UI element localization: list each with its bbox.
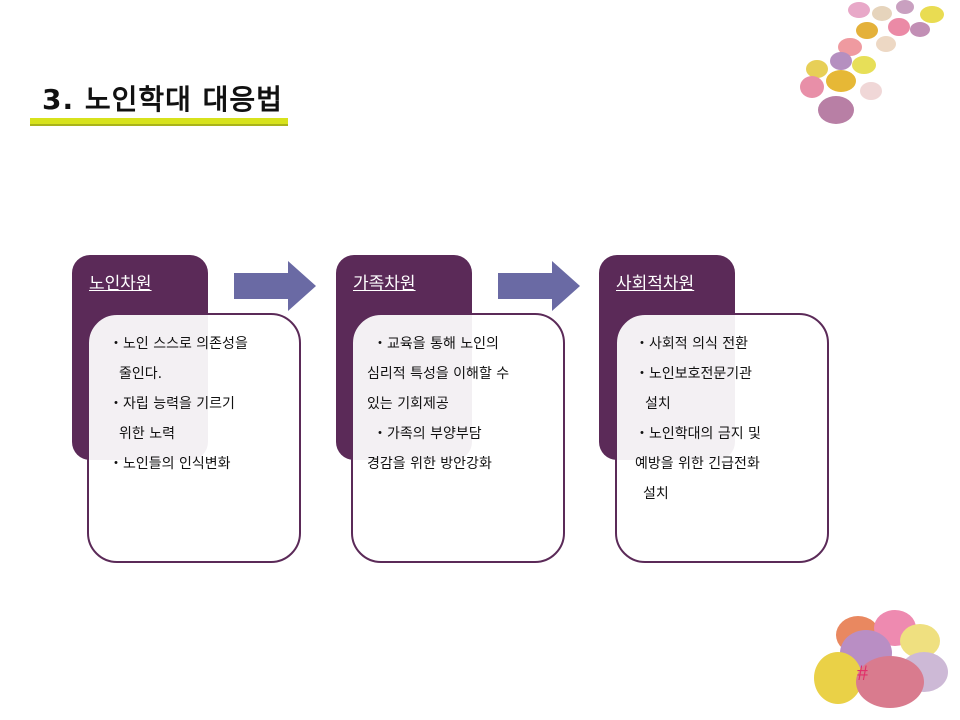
header-label-family: 가족차원	[353, 274, 416, 294]
content-box-society: ・사회적 의식 전환 ・노인보호전문기관 설치 ・노인학대의 금지 및 예방을 …	[615, 313, 829, 563]
title-underline	[30, 118, 288, 124]
bullet-item: ・노인들의 인식변화	[109, 456, 231, 472]
page-title: 3. 노인학대 대응법	[42, 83, 283, 116]
bullet-item: ・사회적 의식 전환	[635, 336, 749, 352]
bullet-item: 있는 기회제공	[367, 396, 449, 412]
bullet-item: 위한 노력	[119, 426, 175, 442]
bullet-item: ・교육을 통해 노인의	[373, 336, 499, 352]
bullet-item: 심리적 특성을 이해할 수	[367, 366, 510, 382]
bullet-item: 설치	[643, 486, 669, 502]
header-label-society: 사회적차원	[616, 274, 695, 294]
bullet-item: ・노인보호전문기관	[635, 366, 753, 382]
bullet-item: ・노인학대의 금지 및	[635, 426, 761, 442]
content-box-family: ・교육을 통해 노인의 심리적 특성을 이해할 수 있는 기회제공 ・가족의 부…	[351, 313, 565, 563]
bullet-item: ・가족의 부양부담	[373, 426, 482, 442]
arrow-right-icon	[498, 261, 580, 311]
bullet-item: 경감을 위한 방안강화	[367, 456, 492, 472]
bullet-item: 설치	[645, 396, 671, 412]
bullet-item: ・노인 스스로 의존성을	[109, 336, 248, 352]
content-box-elderly: ・노인 스스로 의존성을 줄인다. ・자립 능력을 기르기 위한 노력 ・노인들…	[87, 313, 301, 563]
header-label-elderly: 노인차원	[89, 274, 152, 294]
title-underline-shadow	[30, 124, 288, 126]
bullet-item: 줄인다.	[119, 366, 163, 382]
bullet-item: 예방을 위한 긴급전화	[635, 456, 760, 472]
arrow-right-icon	[234, 261, 316, 311]
page-number: #	[857, 660, 868, 685]
bullet-item: ・자립 능력을 기르기	[109, 396, 235, 412]
